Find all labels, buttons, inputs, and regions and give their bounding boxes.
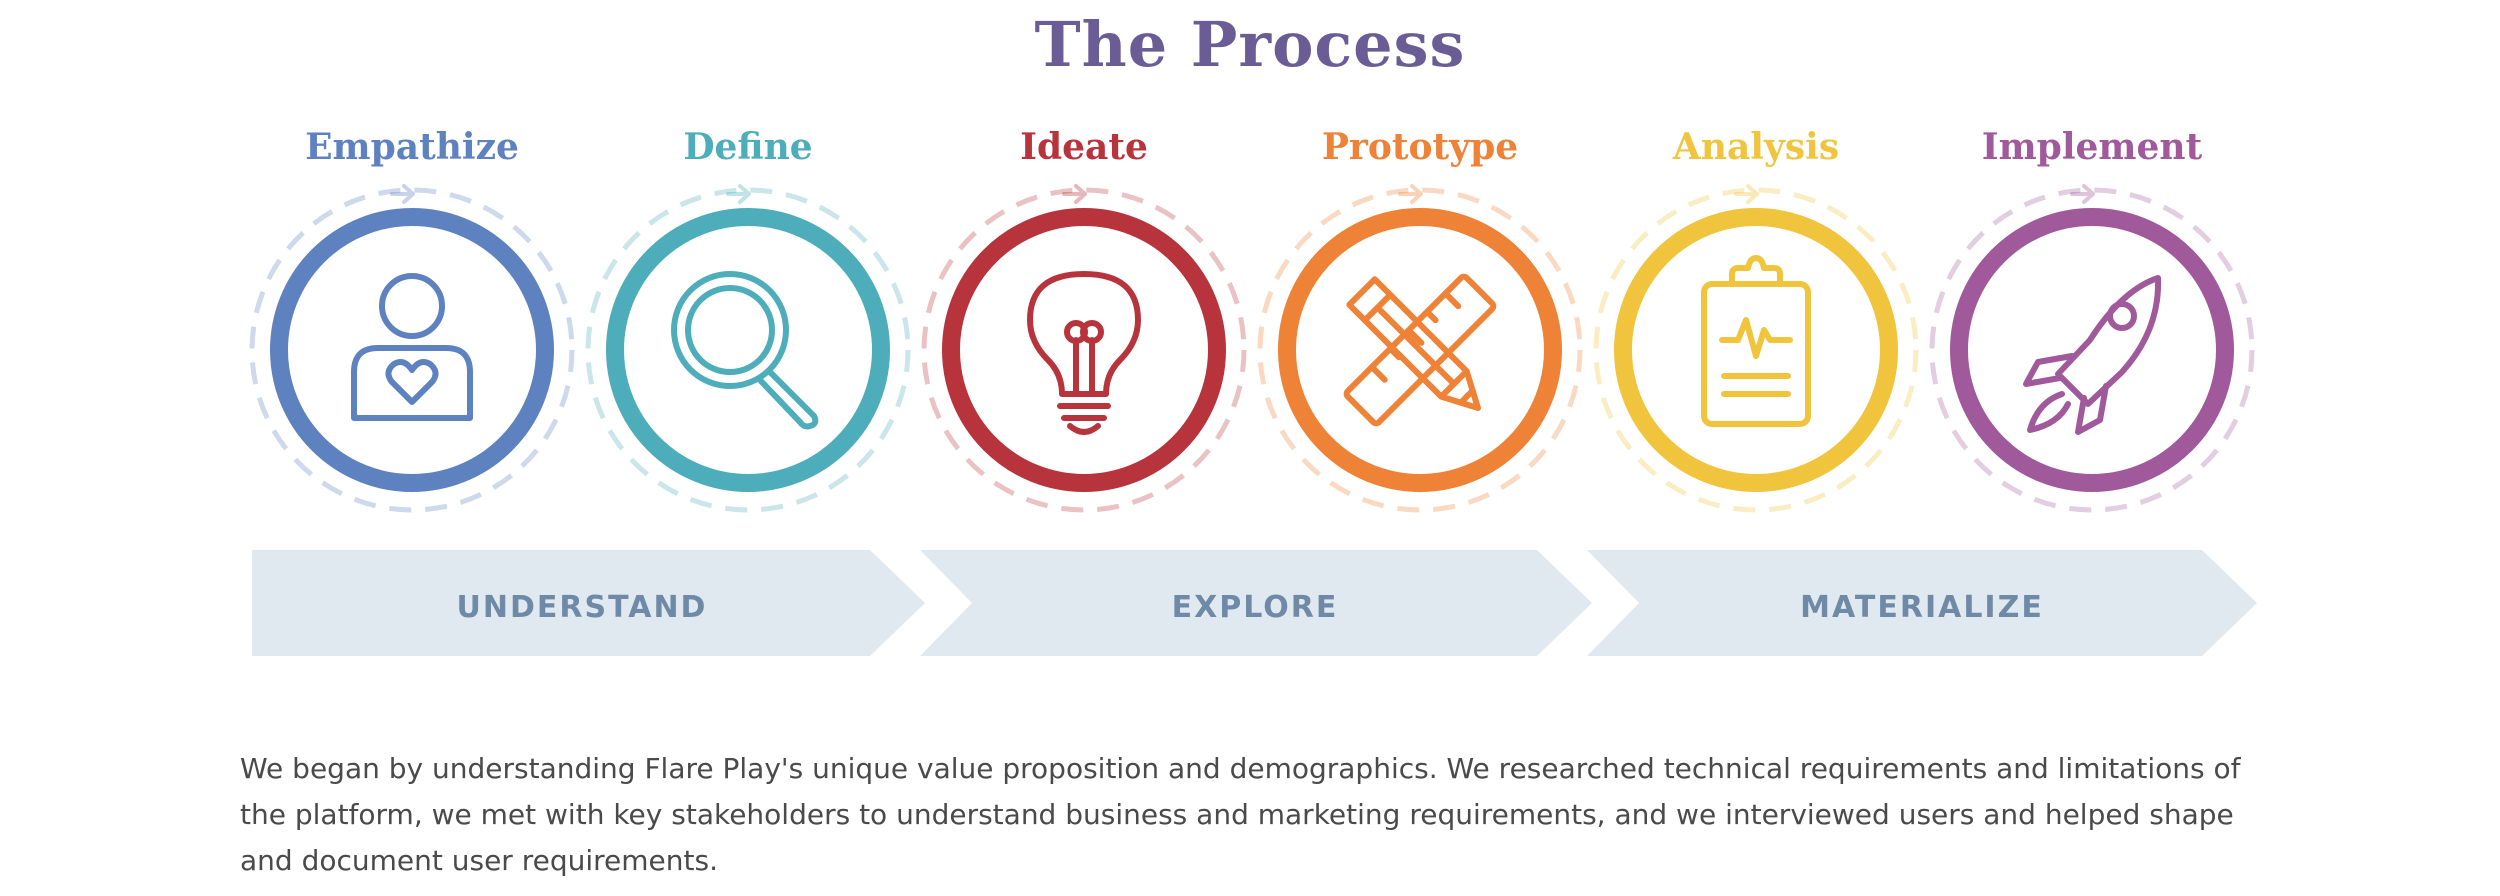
step-label-define: Define bbox=[683, 126, 813, 168]
process-steps: Empathize Define Ideate bbox=[242, 126, 2262, 520]
phase-label-materialize: MATERIALIZE bbox=[1800, 590, 2044, 625]
phase-bar: UNDERSTAND EXPLORE MATERIALIZE bbox=[0, 550, 2500, 660]
step-circle-implement bbox=[1922, 180, 2262, 520]
phase-label-explore: EXPLORE bbox=[1171, 590, 1339, 625]
clipboard-chart-icon bbox=[1701, 255, 1811, 427]
step-label-implement: Implement bbox=[1981, 126, 2203, 168]
phase-arrow-explore bbox=[920, 550, 1592, 656]
step-circle-define bbox=[578, 180, 918, 520]
page-title: The Process bbox=[1034, 8, 1466, 81]
step-circle-ideate bbox=[914, 180, 1254, 520]
step-label-prototype: Prototype bbox=[1321, 126, 1519, 168]
rocket-icon bbox=[2023, 275, 2162, 435]
step-label-analysis: Analysis bbox=[1672, 126, 1840, 168]
step-label-ideate: Ideate bbox=[1020, 126, 1148, 168]
step-circle-prototype bbox=[1250, 180, 1590, 520]
description-paragraph: We began by understanding Flare Play's u… bbox=[240, 752, 2241, 877]
phase-arrow-understand bbox=[252, 550, 925, 656]
person-heart-icon bbox=[351, 273, 473, 421]
phase-label-understand: UNDERSTAND bbox=[456, 590, 708, 625]
magnifier-icon bbox=[671, 271, 819, 430]
phase-arrow-materialize bbox=[1587, 550, 2257, 656]
lightbulb-icon bbox=[1027, 271, 1141, 435]
step-label-empathize: Empathize bbox=[305, 126, 519, 168]
pencil-ruler-icon bbox=[1343, 273, 1497, 427]
step-circle-analysis bbox=[1586, 180, 1926, 520]
step-circle-empathize bbox=[242, 180, 582, 520]
